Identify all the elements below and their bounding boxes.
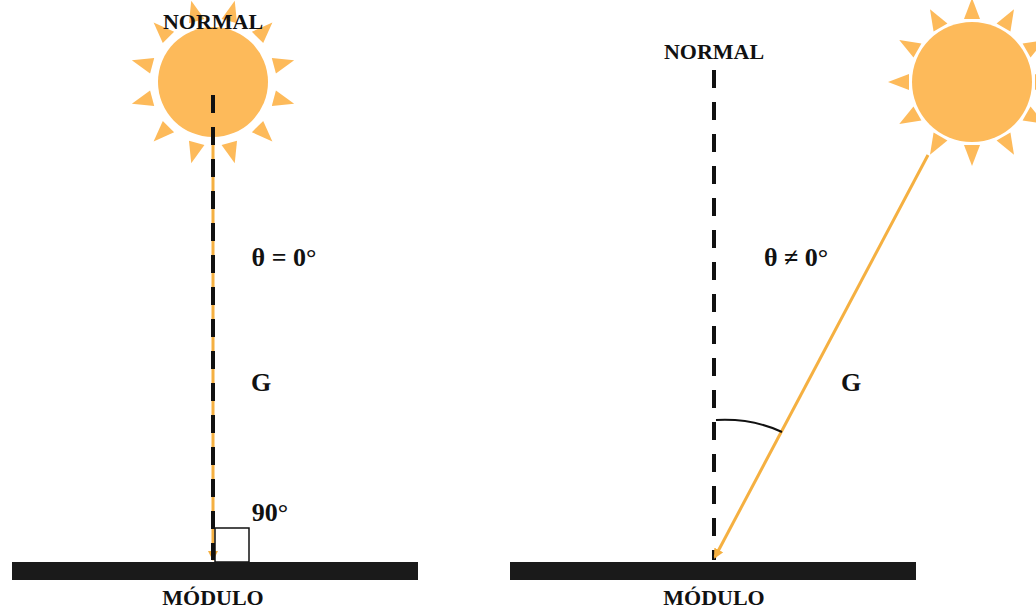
module-bar bbox=[12, 562, 418, 580]
angle-label: 90° bbox=[252, 499, 288, 528]
irradiance-label: G bbox=[841, 369, 861, 398]
normal-label: NORMAL bbox=[664, 40, 764, 64]
right-angle-mark bbox=[215, 528, 249, 562]
module-label: MÓDULO bbox=[162, 586, 263, 610]
angle-label: θ = 0° bbox=[252, 244, 317, 273]
light-ray bbox=[715, 155, 928, 557]
normal-label: NORMAL bbox=[163, 10, 263, 34]
module-bar bbox=[510, 562, 916, 580]
angle-arc bbox=[716, 420, 782, 432]
normal-line bbox=[712, 70, 716, 560]
angle-label: θ ≠ 0° bbox=[764, 244, 828, 273]
sun-symbol bbox=[888, 0, 1036, 166]
module-label: MÓDULO bbox=[663, 586, 764, 610]
irradiance-label: G bbox=[251, 369, 271, 398]
normal-line bbox=[211, 95, 215, 560]
